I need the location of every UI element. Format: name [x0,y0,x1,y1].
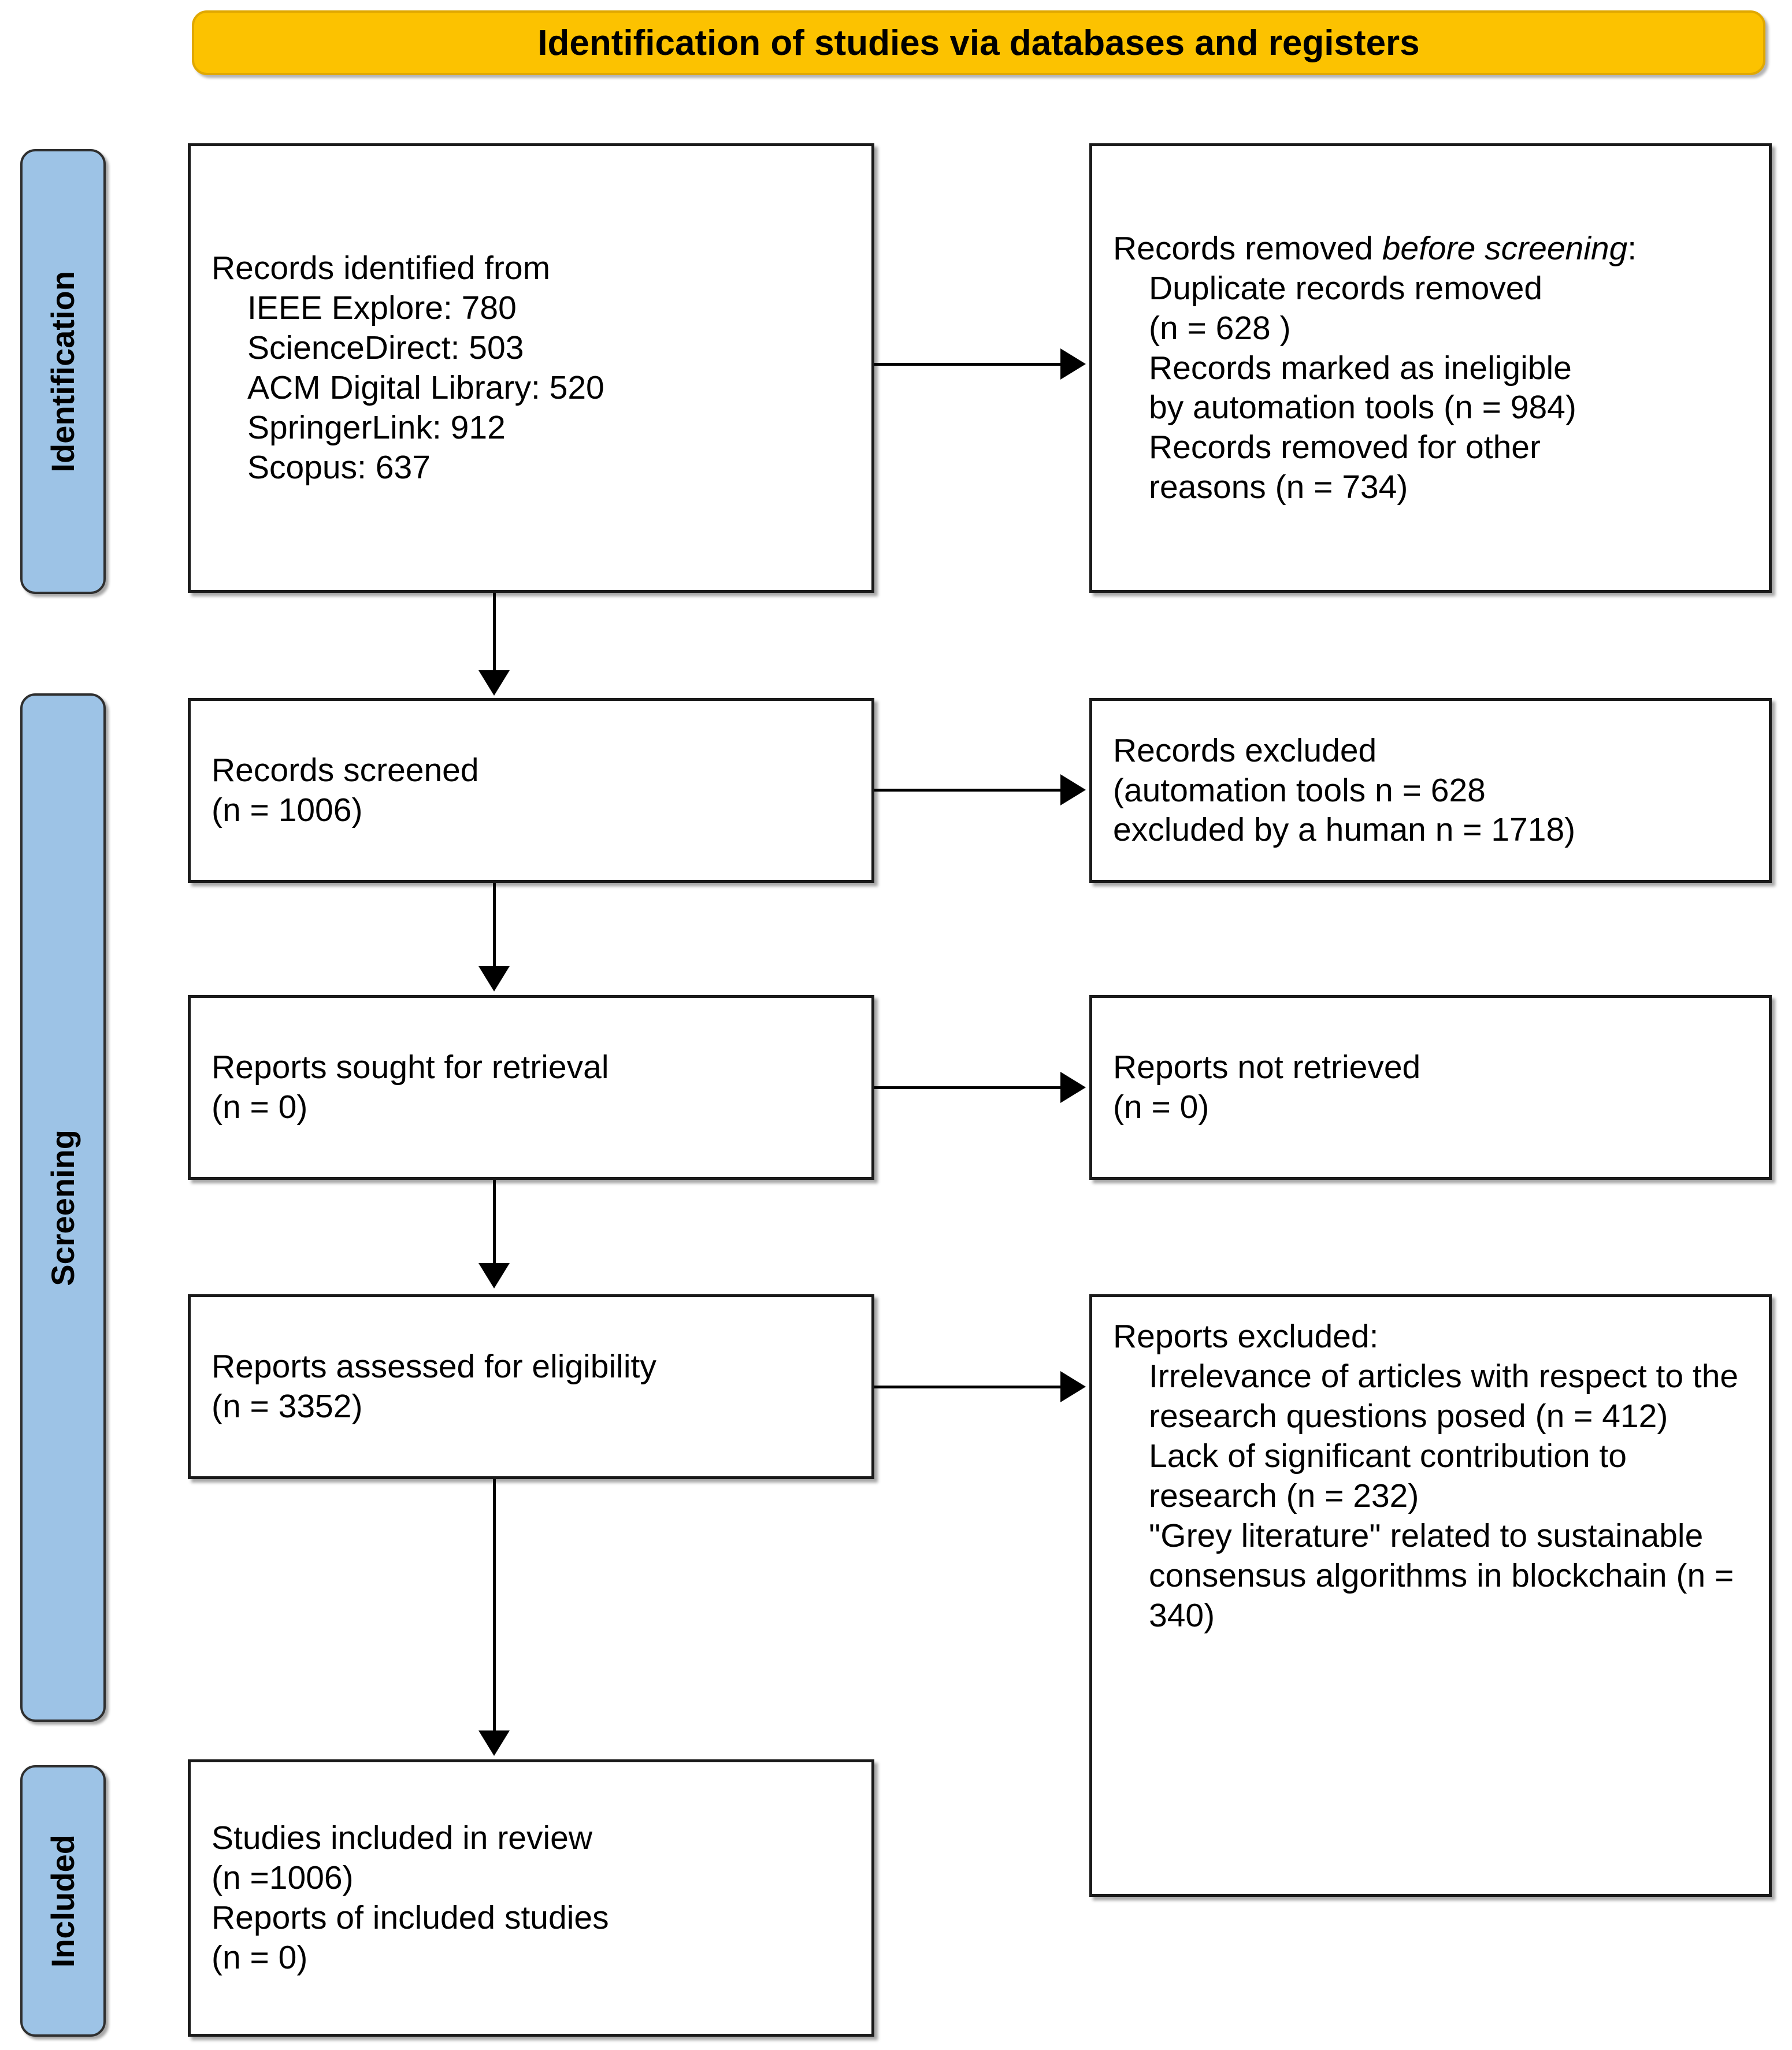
connector-sought-to-assessed-line [493,1180,496,1267]
box-records-excluded: Records excluded (automation tools n = 6… [1089,698,1772,883]
reports-sought-line-0: Reports sought for retrieval [212,1049,609,1086]
studies-included-line-3: (n = 0) [212,1938,308,1976]
records-removed-line-4: Records removed for other [1149,429,1541,466]
reports-sought-text: Reports sought for retrieval (n = 0) [212,1048,609,1127]
records-removed-heading-suffix: : [1627,229,1637,267]
box-reports-excluded-detail: Reports excluded: Irrelevance of article… [1089,1294,1772,1897]
diagram-title: Identification of studies via databases … [537,23,1420,63]
records-removed-line-0: Duplicate records removed [1149,269,1543,307]
records-identified-line-3: ACM Digital Library: 520 [247,369,604,406]
studies-included-line-2: Reports of included studies [212,1899,609,1936]
connector-assessed-to-reports-excluded-arrowhead [1060,1371,1086,1402]
reports-excluded-heading: Reports excluded: [1113,1318,1379,1355]
reports-not-retrieved-line-0: Reports not retrieved [1113,1049,1421,1086]
connector-identified-to-removed-arrowhead [1060,348,1086,380]
box-reports-sought-for-retrieval: Reports sought for retrieval (n = 0) [188,995,874,1180]
connector-screened-to-sought-arrowhead [478,966,510,991]
records-identified-line-4: SpringerLink: 912 [247,408,506,446]
connector-sought-to-not-retrieved-arrowhead [1060,1072,1086,1103]
reports-excluded-text: Reports excluded: Irrelevance of article… [1113,1317,1748,1636]
studies-included-line-0: Studies included in review [212,1819,593,1857]
box-records-identified: Records identified from IEEE Explore: 78… [188,143,874,593]
records-removed-text: Records removed before screening: Duplic… [1113,229,1637,508]
records-excluded-line-1: (automation tools n = 628 [1113,771,1486,809]
stage-label-screening: Screening [44,1129,81,1286]
reports-assessed-line-1: (n = 3352) [212,1388,363,1425]
stage-label-included: Included [44,1834,81,1968]
records-identified-line-1: IEEE Explore: 780 [247,289,517,327]
connector-identified-to-screened-line [493,593,496,674]
records-removed-heading-prefix: Records removed [1113,229,1382,267]
records-screened-text: Records screened (n = 1006) [212,751,479,830]
records-removed-heading-italic: before screening [1382,229,1628,267]
box-reports-not-retrieved: Reports not retrieved (n = 0) [1089,995,1772,1180]
box-records-screened: Records screened (n = 1006) [188,698,874,883]
records-identified-line-0: Records identified from [212,250,551,287]
connector-assessed-to-included-arrowhead [478,1730,510,1756]
studies-included-line-1: (n =1006) [212,1859,354,1897]
records-screened-line-0: Records screened [212,752,479,789]
stage-pill-identification: Identification [20,149,106,594]
studies-included-text: Studies included in review (n =1006) Rep… [212,1818,609,1978]
stage-label-identification: Identification [44,270,81,473]
reports-sought-line-1: (n = 0) [212,1089,308,1126]
connector-screened-to-excluded-line [874,789,1060,792]
reports-excluded-reason-2: "Grey literature" related to sustainable… [1149,1517,1734,1634]
records-excluded-text: Records excluded (automation tools n = 6… [1113,731,1575,851]
connector-assessed-to-reports-excluded-line [874,1386,1060,1388]
records-removed-line-2: Records marked as ineligible [1149,349,1572,387]
diagram-header-banner: Identification of studies via databases … [192,10,1765,75]
records-removed-line-5: reasons (n = 734) [1149,469,1408,506]
connector-screened-to-excluded-arrowhead [1060,774,1086,805]
reports-not-retrieved-text: Reports not retrieved (n = 0) [1113,1048,1420,1127]
connector-screened-to-sought-line [493,883,496,970]
records-removed-line-1: (n = 628 ) [1149,309,1291,347]
box-studies-included-in-review: Studies included in review (n =1006) Rep… [188,1759,874,2037]
stage-pill-included: Included [20,1765,106,2037]
records-removed-line-3: by automation tools (n = 984) [1149,389,1576,426]
connector-identified-to-screened-arrowhead [478,670,510,696]
box-reports-assessed-for-eligibility: Reports assessed for eligibility (n = 33… [188,1294,874,1479]
reports-not-retrieved-line-1: (n = 0) [1113,1089,1209,1126]
records-excluded-line-0: Records excluded [1113,731,1377,769]
reports-assessed-line-0: Reports assessed for eligibility [212,1348,656,1386]
records-identified-line-5: Scopus: 637 [247,448,431,486]
connector-sought-to-not-retrieved-line [874,1086,1060,1089]
reports-assessed-text: Reports assessed for eligibility (n = 33… [212,1347,656,1427]
connector-sought-to-assessed-arrowhead [478,1263,510,1288]
records-removed-heading: Records removed before screening: [1113,229,1637,269]
box-records-removed-before-screening: Records removed before screening: Duplic… [1089,143,1772,593]
records-identified-text: Records identified from IEEE Explore: 78… [212,248,604,488]
reports-excluded-reason-1: Lack of significant contribution to rese… [1149,1437,1627,1514]
connector-identified-to-removed-line [874,363,1060,366]
records-excluded-line-2: excluded by a human n = 1718) [1113,811,1576,849]
connector-assessed-to-included-line [493,1479,496,1733]
stage-pill-screening: Screening [20,693,106,1722]
records-screened-line-1: (n = 1006) [212,792,363,829]
reports-excluded-reason-0: Irrelevance of articles with respect to … [1149,1357,1739,1435]
records-identified-line-2: ScienceDirect: 503 [247,329,524,367]
